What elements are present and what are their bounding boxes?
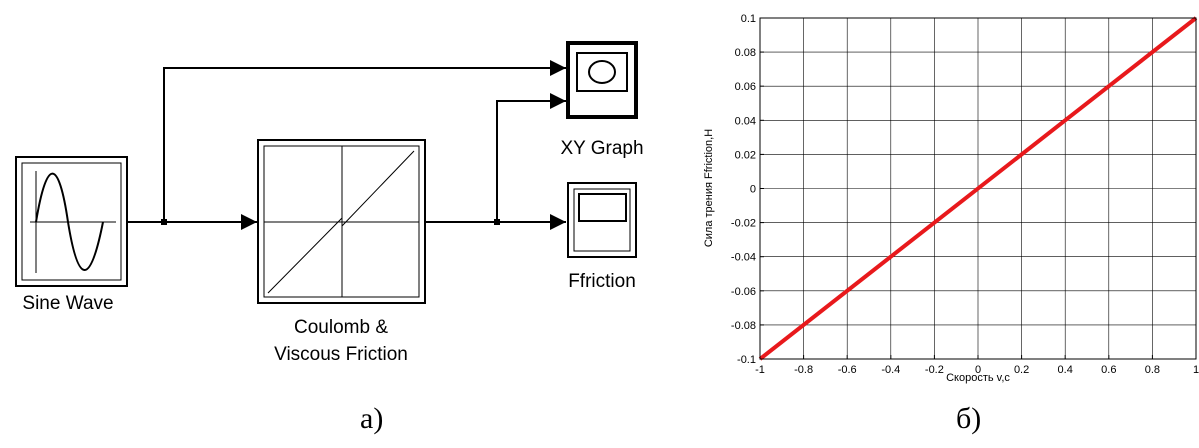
y-tick-label: -0.06	[731, 286, 756, 298]
x-tick-label: 0.4	[1058, 364, 1073, 376]
friction-plot: -1 -0.8 -0.6 -0.4 -0.2 0 0.2 0.4 0.6 0.8 1 0.1 0.08…	[703, 13, 1199, 384]
friction-label-line1: Coulomb &	[294, 317, 388, 338]
caption-b: б)	[956, 402, 982, 435]
signal-sine-to-xy	[163, 60, 566, 222]
x-tick-label: -0.6	[838, 364, 857, 376]
x-tick-labels: -1 -0.8 -0.6 -0.4 -0.2 0 0.2 0.4 0.6 0.8 1	[755, 364, 1199, 376]
branch-point	[494, 219, 500, 225]
caption-a: а)	[360, 402, 384, 435]
x-tick-label: -1	[755, 364, 765, 376]
simulink-diagram: Sine Wave Coulomb & Viscous Friction XY …	[15, 41, 644, 365]
x-tick-label: 0	[975, 364, 981, 376]
y-tick-label: -0.1	[737, 354, 756, 366]
sine-wave-block[interactable]	[15, 156, 128, 287]
y-tick-label: 0.04	[735, 115, 756, 127]
sine-wave-label: Sine Wave	[22, 293, 113, 314]
xy-graph-label: XY Graph	[560, 138, 643, 159]
x-tick-label: 0.8	[1145, 364, 1160, 376]
plot-border	[759, 17, 1197, 360]
x-tick-label: -0.8	[794, 364, 813, 376]
y-tick-label: 0.06	[735, 81, 756, 93]
plot-series	[758, 16, 1198, 361]
series-line	[758, 16, 1198, 361]
y-axis-label: Сила трения Ffriction,H	[703, 129, 715, 247]
x-tick-label: -0.2	[925, 364, 944, 376]
friction-block[interactable]	[257, 139, 426, 304]
x-tick-label: 1	[1193, 364, 1199, 376]
sine-wave-icon	[35, 172, 104, 271]
scope-screen-icon	[578, 193, 627, 222]
scope-label: Ffriction	[568, 271, 636, 292]
branch-point	[161, 219, 167, 225]
x-tick-label: 0.6	[1101, 364, 1116, 376]
x-tick-label: 0.2	[1014, 364, 1029, 376]
y-tick-label: 0.08	[735, 47, 756, 59]
y-tick-label: 0.1	[741, 13, 756, 25]
y-tick-label: -0.04	[731, 252, 756, 264]
y-tick-label: -0.02	[731, 218, 756, 230]
y-tick-label: 0	[750, 184, 756, 196]
xy-graph-icon	[588, 60, 616, 84]
friction-curve-icon	[267, 150, 415, 294]
scope-block[interactable]	[567, 182, 637, 258]
x-tick-label: -0.4	[881, 364, 900, 376]
y-tick-label: -0.08	[731, 320, 756, 332]
y-tick-labels: 0.1 0.08 0.06 0.04 0.02 0 -0.02 -0.04 -0.06 -0.08…	[731, 13, 756, 366]
xy-graph-block[interactable]	[566, 41, 638, 119]
x-axis-label: Скорость v,c	[946, 372, 1010, 384]
y-tick-label: 0.02	[735, 149, 756, 161]
friction-label-line2: Viscous Friction	[274, 344, 408, 365]
signal-friction-to-xy	[496, 93, 566, 222]
